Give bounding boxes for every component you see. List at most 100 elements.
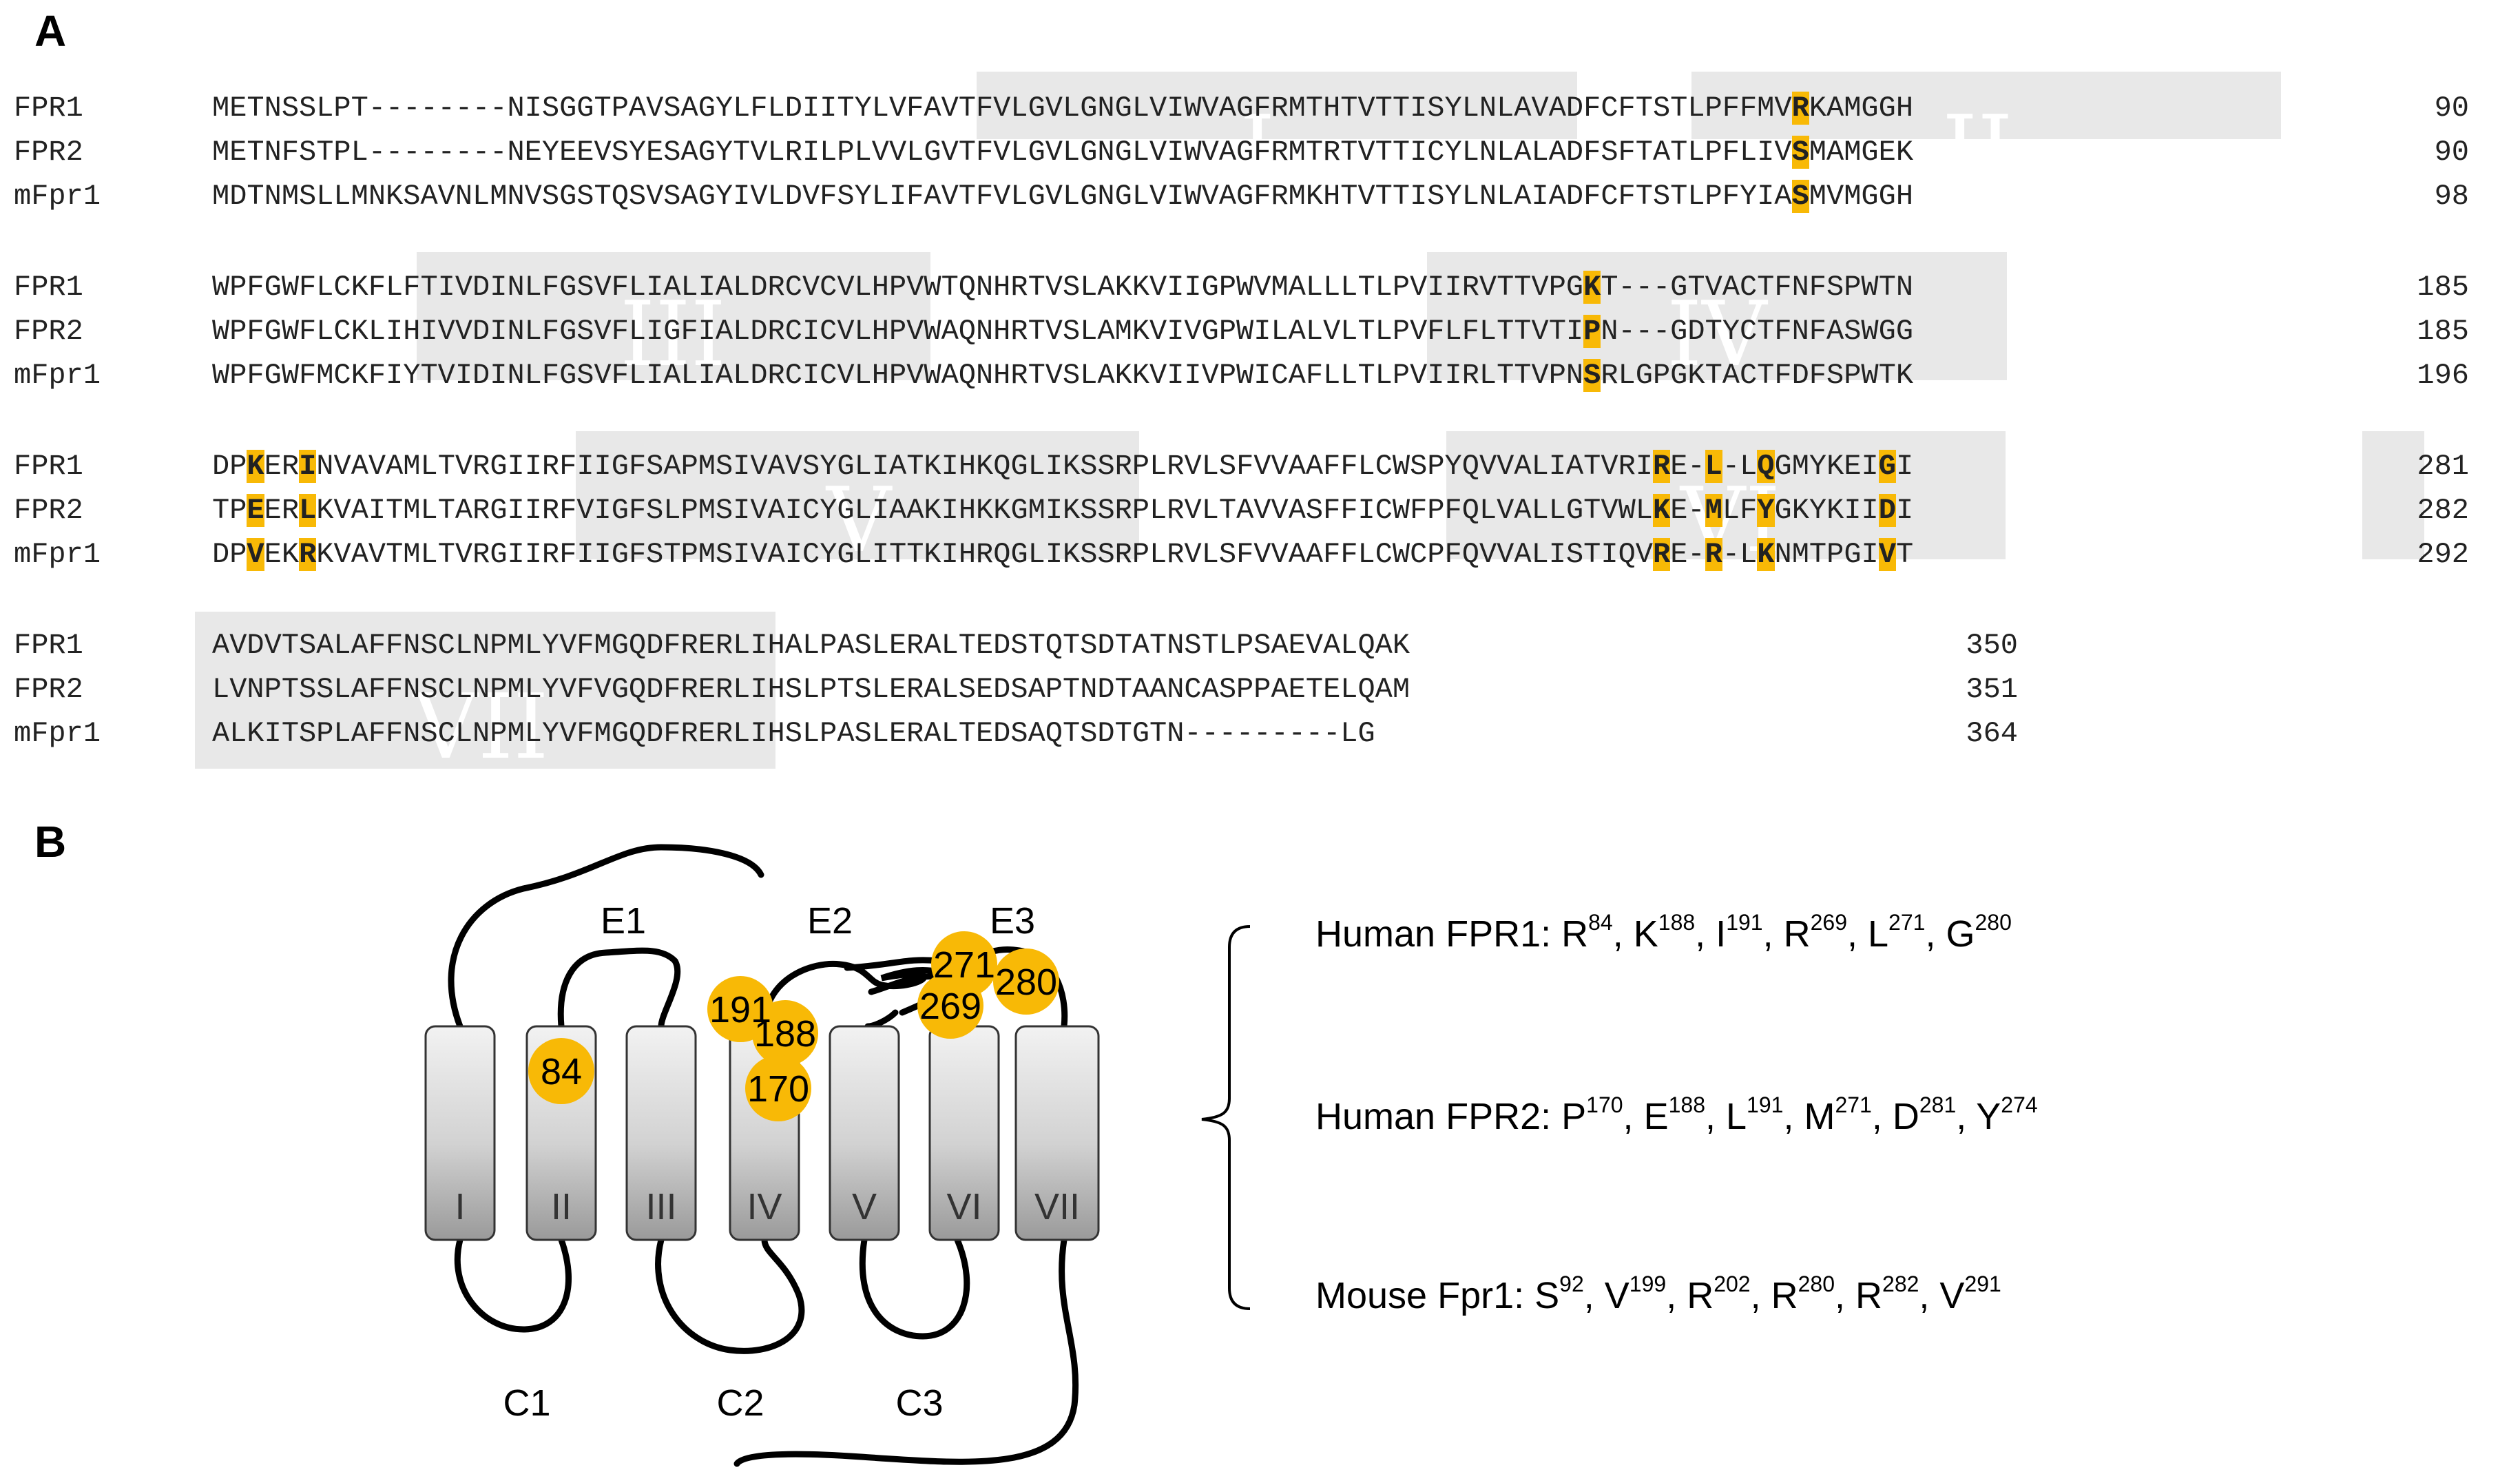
highlighted-residue: R [1791,92,1809,125]
tm-label-2: II [1942,96,2013,200]
panel-label-a: A [34,6,67,56]
residue-position: 280 [1975,910,2012,935]
helix-label: VI [946,1186,981,1227]
highlighted-residue: K [1583,271,1601,304]
seq-row: MDTNMSLLMNKSAVNLMNVSGSTQSVSAGYIVLDVFSYLI… [212,180,1914,213]
seq-end-number: 364 [1966,717,2018,750]
residue-position: 191 [1726,910,1763,935]
highlighted-residue: Q [1757,450,1775,483]
highlighted-residue: Y [1757,494,1775,527]
tm-region-3 [417,252,930,380]
loop-label-e2: E2 [807,900,853,942]
sequence-alignment: I II III IV V VI VII FPR1 METNSSLPT-----… [14,72,2469,779]
highlighted-residue: E [247,494,264,527]
residue-position: 271 [1888,910,1926,935]
seq-label: FPR1 [14,450,83,483]
seq-row: METNSSLPT--------NISGGTPAVSAGYLFLDIITYLV… [212,92,1914,125]
loop-label-c2: C2 [716,1382,764,1424]
tm-label-4: IV [1667,282,1767,386]
highlighted-residue: I [299,450,317,483]
seq-label: FPR1 [14,629,83,662]
highlighted-residue: D [1878,494,1896,527]
residue-position: 170 [1586,1092,1623,1117]
highlighted-residue: G [1878,450,1896,483]
loop-label-e1: E1 [601,900,646,942]
residue-position: 274 [2001,1092,2038,1117]
seq-row: TPEERLKVAITMLTARGIIRFVIGFSLPMSIVAICYGLIA… [212,494,1914,527]
residue-position: 280 [1798,1272,1835,1296]
seq-label: mFpr1 [14,717,101,750]
seq-label: FPR2 [14,494,83,527]
c1-loop [454,1236,572,1333]
seq-end-number: 98 [2434,180,2469,213]
highlighted-residue: S [1583,359,1601,392]
e1-loop [557,947,681,1030]
c2-loop [655,1236,805,1354]
residue-position: 191 [1747,1092,1784,1117]
seq-end-number: 90 [2434,92,2469,125]
residue-position: 199 [1629,1272,1667,1296]
highlighted-residue: S [1791,180,1809,213]
residue-position: 269 [1810,910,1847,935]
loop-label-c1: C1 [503,1382,550,1424]
tm-region-6 [1446,431,2006,559]
seq-row: WPFGWFLCKFLFTIVDINLFGSVFLIALIALDRCVCVLHP… [212,271,1914,304]
seq-row: WPFGWFMCKFIYTVIDINLFGSVFLIALIALDRCICVLHP… [212,359,1914,392]
tm-region-2 [1691,72,2281,139]
highlighted-residue: L [1705,450,1722,483]
residue-number: 269 [919,986,981,1027]
highlighted-residue: V [1878,538,1896,571]
seq-end-number: 350 [1966,629,2018,662]
residue-position: 282 [1882,1272,1919,1296]
legend-mouse-fpr1: Mouse Fpr1: S92, V199, R202, R280, R282,… [1315,1272,2001,1316]
seq-end-number: 282 [2417,494,2469,527]
loop-label-e3: E3 [990,900,1035,942]
tm-label-7: VII [413,674,549,779]
residue-marker [752,1000,818,1066]
seq-end-number: 351 [1966,673,2018,706]
helix-label: IV [747,1186,782,1227]
residue-number: 84 [541,1051,582,1092]
residue-number: 271 [933,944,995,986]
seq-row: DPKERINVAVAMLTVRGIIRFIIGFSAPMSIVAVSYGLIA… [212,450,1914,483]
seq-label: FPR2 [14,136,83,169]
highlighted-residue: R [1653,538,1671,571]
legend-human-fpr2: Human FPR2: P170, E188, L191, M271, D281… [1315,1092,2038,1137]
residue-number: 191 [709,989,771,1030]
helix-label: VII [1034,1186,1080,1227]
helix-3 [625,1025,697,1241]
highlighted-residue: R [1705,538,1722,571]
c3-loop [859,1236,970,1340]
residue-position: 281 [1919,1092,1957,1117]
residue-number: 188 [754,1013,816,1055]
seq-end-number: 281 [2417,450,2469,483]
tm-region-5 [576,431,1139,559]
seq-end-number: 185 [2417,271,2469,304]
highlighted-residue: P [1583,315,1601,348]
seq-end-number: 90 [2434,136,2469,169]
seq-row: METNFSTPL--------NEYEEVSYESAGYTVLRILPLVV… [212,136,1914,169]
residue-marker [917,973,983,1039]
seq-label: FPR2 [14,315,83,348]
legend-human-fpr1: Human FPR1: R84, K188, I191, R269, L271,… [1315,910,2012,955]
highlighted-residue: K [247,450,264,483]
tm-region-7 [195,612,775,769]
highlighted-residue: K [1653,494,1671,527]
highlighted-residue: K [1757,538,1775,571]
seq-label: mFpr1 [14,359,101,392]
tm-region-6b [2362,431,2424,559]
residue-marker [528,1038,594,1104]
residue-position: 271 [1835,1092,1872,1117]
residue-position: 188 [1668,1092,1705,1117]
tm-region-1 [977,72,1577,139]
seq-label: FPR1 [14,92,83,125]
helix-label: II [551,1186,572,1227]
highlighted-residue: R [299,538,317,571]
residue-number: 170 [747,1068,809,1110]
c-terminus-tail [733,1236,1079,1467]
highlighted-residue: S [1791,136,1809,169]
residue-number: 280 [995,962,1057,1003]
residue-position: 291 [1964,1272,2001,1296]
seq-row: WPFGWFLCKLIHIVVDINLFGSVFLIGFIALDRCICVLHP… [212,315,1914,348]
